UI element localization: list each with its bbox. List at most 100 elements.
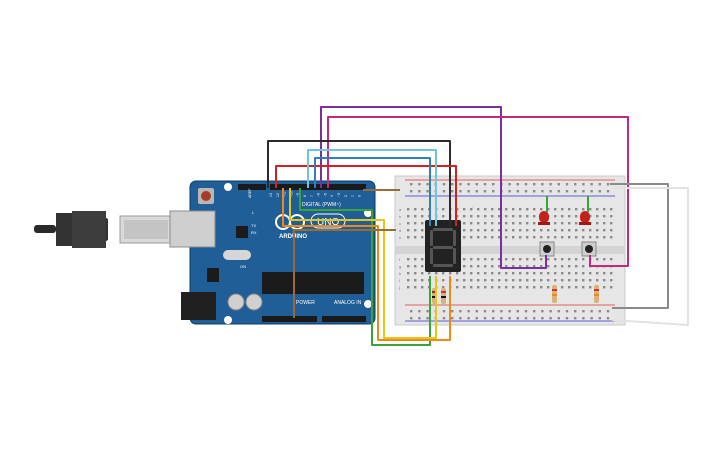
breadboard-hole[interactable]: [470, 272, 473, 275]
breadboard-hole[interactable]: [459, 190, 462, 193]
breadboard-hole[interactable]: [456, 286, 459, 289]
wire-brown[interactable]: [293, 229, 396, 318]
breadboard-hole[interactable]: [456, 215, 459, 218]
breadboard-hole[interactable]: [483, 183, 487, 186]
breadboard-hole[interactable]: [561, 272, 564, 275]
breadboard-hole[interactable]: [442, 190, 446, 193]
breadboard-hole[interactable]: [610, 215, 613, 218]
breadboard-hole[interactable]: [467, 183, 470, 186]
breadboard-hole[interactable]: [418, 310, 421, 313]
breadboard-hole[interactable]: [491, 215, 494, 218]
breadboard-hole[interactable]: [596, 208, 599, 211]
breadboard-hole[interactable]: [414, 272, 417, 275]
breadboard-hole[interactable]: [421, 222, 424, 225]
breadboard-hole[interactable]: [484, 265, 487, 268]
breadboard-hole[interactable]: [498, 258, 501, 261]
breadboard-hole[interactable]: [582, 236, 585, 239]
breadboard-hole[interactable]: [516, 317, 519, 320]
wire-cyan[interactable]: [307, 149, 437, 226]
breadboard-hole[interactable]: [561, 229, 564, 232]
breadboard-hole[interactable]: [463, 222, 466, 225]
breadboard-hole[interactable]: [498, 229, 501, 232]
breadboard-hole[interactable]: [603, 222, 606, 225]
breadboard-hole[interactable]: [561, 286, 564, 289]
breadboard-hole[interactable]: [498, 208, 501, 211]
breadboard-hole[interactable]: [421, 265, 424, 268]
breadboard-hole[interactable]: [519, 279, 522, 282]
breadboard-hole[interactable]: [554, 208, 557, 211]
breadboard-hole[interactable]: [554, 229, 557, 232]
breadboard-hole[interactable]: [533, 310, 536, 313]
breadboard-hole[interactable]: [540, 286, 543, 289]
breadboard-hole[interactable]: [557, 183, 560, 186]
breadboard-hole[interactable]: [541, 310, 544, 313]
breadboard-hole[interactable]: [582, 272, 585, 275]
breadboard-hole[interactable]: [414, 229, 417, 232]
breadboard-hole[interactable]: [524, 190, 528, 193]
breadboard-hole[interactable]: [596, 279, 599, 282]
breadboard-hole[interactable]: [407, 229, 410, 232]
breadboard-hole[interactable]: [516, 190, 519, 193]
breadboard-hole[interactable]: [603, 215, 606, 218]
breadboard-hole[interactable]: [491, 208, 494, 211]
breadboard-hole[interactable]: [491, 286, 494, 289]
breadboard-hole[interactable]: [540, 208, 543, 211]
breadboard-hole[interactable]: [596, 258, 599, 261]
breadboard-hole[interactable]: [421, 236, 424, 239]
breadboard-hole[interactable]: [589, 208, 592, 211]
breadboard-hole[interactable]: [407, 279, 410, 282]
breadboard-hole[interactable]: [477, 265, 480, 268]
breadboard-hole[interactable]: [426, 317, 429, 320]
wire-red[interactable]: [275, 165, 457, 226]
breadboard-hole[interactable]: [519, 215, 522, 218]
breadboard-hole[interactable]: [491, 279, 494, 282]
breadboard-hole[interactable]: [414, 215, 417, 218]
breadboard-hole[interactable]: [475, 190, 478, 193]
breadboard-hole[interactable]: [582, 310, 585, 313]
breadboard-hole[interactable]: [541, 317, 544, 320]
pushbutton-1[interactable]: [539, 241, 555, 257]
breadboard-hole[interactable]: [435, 272, 438, 275]
breadboard-hole[interactable]: [549, 183, 552, 186]
breadboard-hole[interactable]: [524, 310, 528, 313]
breadboard-hole[interactable]: [533, 229, 536, 232]
breadboard-hole[interactable]: [407, 236, 410, 239]
breadboard-hole[interactable]: [519, 258, 522, 261]
breadboard-hole[interactable]: [442, 183, 446, 186]
breadboard-hole[interactable]: [565, 183, 569, 186]
breadboard-hole[interactable]: [512, 208, 515, 211]
resistor-button-2[interactable]: [594, 285, 599, 303]
breadboard-hole[interactable]: [549, 190, 552, 193]
breadboard-hole[interactable]: [519, 272, 522, 275]
breadboard-hole[interactable]: [498, 236, 501, 239]
breadboard-hole[interactable]: [606, 190, 610, 193]
breadboard-hole[interactable]: [442, 279, 445, 282]
breadboard-hole[interactable]: [505, 222, 508, 225]
breadboard-hole[interactable]: [475, 310, 478, 313]
breadboard-hole[interactable]: [414, 265, 417, 268]
breadboard-hole[interactable]: [442, 272, 445, 275]
breadboard-hole[interactable]: [442, 286, 445, 289]
breadboard-hole[interactable]: [524, 317, 528, 320]
breadboard-hole[interactable]: [491, 265, 494, 268]
breadboard-hole[interactable]: [484, 272, 487, 275]
breadboard-hole[interactable]: [547, 279, 550, 282]
breadboard-hole[interactable]: [477, 286, 480, 289]
resistor-button-1[interactable]: [552, 285, 557, 303]
breadboard-hole[interactable]: [491, 229, 494, 232]
breadboard-hole[interactable]: [491, 236, 494, 239]
breadboard-hole[interactable]: [533, 272, 536, 275]
breadboard-hole[interactable]: [568, 236, 571, 239]
breadboard-hole[interactable]: [568, 286, 571, 289]
breadboard-hole[interactable]: [575, 236, 578, 239]
breadboard-hole[interactable]: [470, 215, 473, 218]
breadboard-hole[interactable]: [533, 258, 536, 261]
breadboard-hole[interactable]: [512, 286, 515, 289]
breadboard-hole[interactable]: [596, 272, 599, 275]
breadboard-hole[interactable]: [512, 229, 515, 232]
breadboard-hole[interactable]: [467, 190, 470, 193]
breadboard-hole[interactable]: [414, 286, 417, 289]
breadboard-hole[interactable]: [463, 208, 466, 211]
breadboard-hole[interactable]: [582, 279, 585, 282]
breadboard-hole[interactable]: [533, 286, 536, 289]
